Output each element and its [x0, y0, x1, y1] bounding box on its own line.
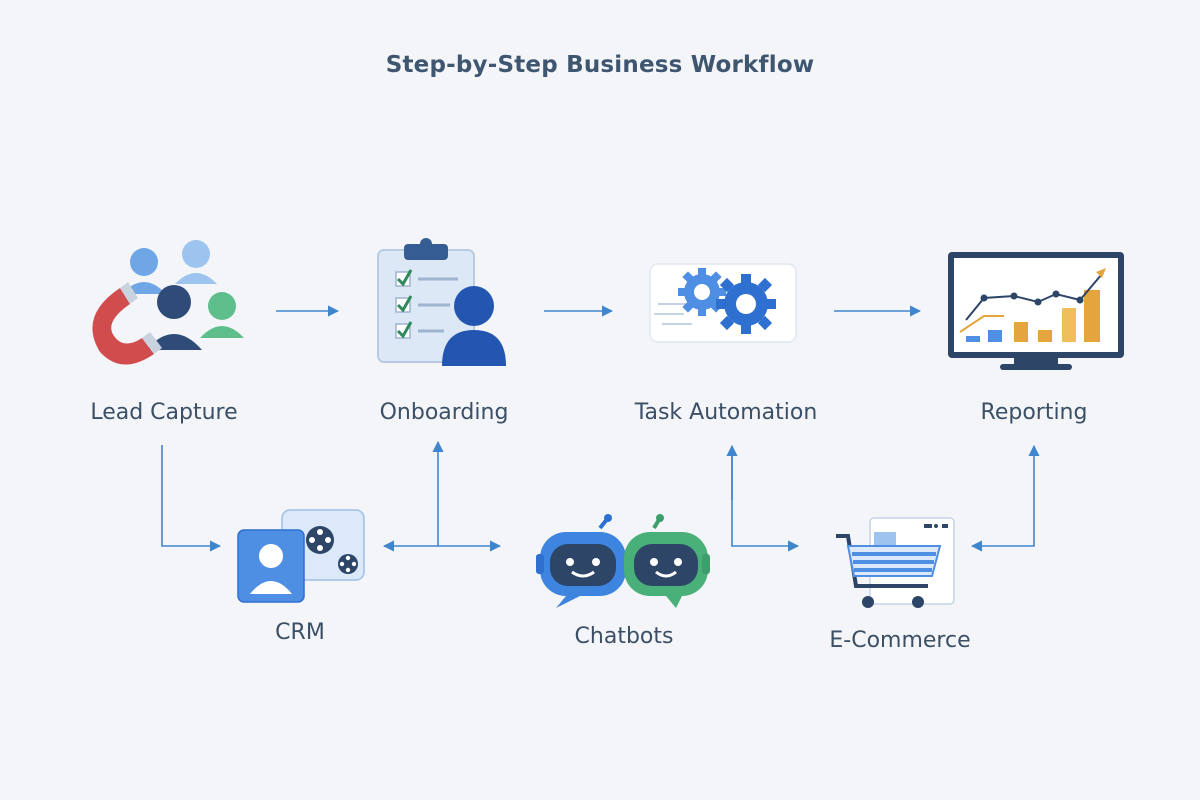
node-label-onboarding: Onboarding	[379, 400, 509, 425]
diagram-title: Step-by-Step Business Workflow	[385, 52, 815, 78]
gears-icon	[648, 260, 800, 344]
node-label-task-automation: Task Automation	[634, 400, 818, 425]
clipboard-user-icon	[374, 236, 514, 368]
node-label-reporting: Reporting	[980, 400, 1088, 425]
crm-contact-icon	[236, 508, 366, 604]
node-label-chatbots: Chatbots	[574, 624, 674, 649]
node-label-crm: CRM	[275, 620, 325, 645]
magnet-people-icon	[72, 230, 252, 370]
shopping-cart-icon	[834, 516, 956, 616]
node-label-lead-capture: Lead Capture	[90, 400, 238, 425]
arrow-ecommerce-to-reporting	[970, 444, 1040, 552]
chatbot-icon	[536, 514, 712, 610]
arrow-lead-to-crm	[161, 445, 222, 552]
monitor-chart-icon	[944, 250, 1128, 374]
node-label-ecommerce: E-Commerce	[829, 628, 971, 653]
arrow-task-to-ecommerce	[731, 448, 800, 552]
